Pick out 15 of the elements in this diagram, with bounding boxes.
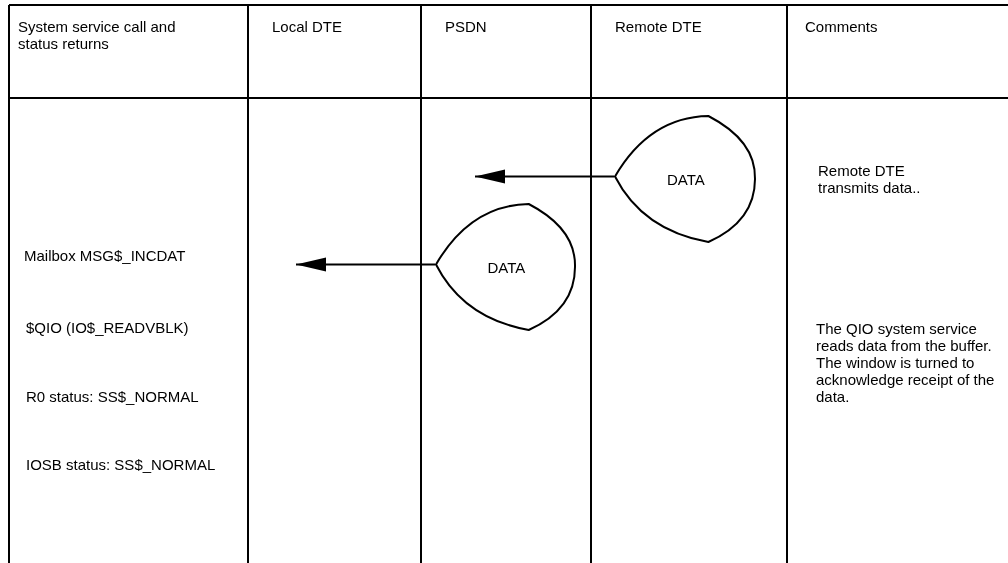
arrow bbox=[474, 169, 615, 184]
column-header: System service call and status returns bbox=[18, 18, 177, 52]
comment-text: The QIO system service reads data from the buffer. The window is turned to acknowledge receipt of the data. bbox=[816, 320, 996, 405]
column-header: Comments bbox=[805, 18, 879, 35]
column-header: PSDN bbox=[445, 18, 488, 35]
packet-label: DATA bbox=[666, 170, 705, 188]
column-header: Remote DTE bbox=[615, 18, 703, 35]
status-text: R0 status: SS$_NORMAL bbox=[26, 388, 200, 405]
system-service-call-text: $QIO (IO$_READVBLK) bbox=[26, 319, 190, 336]
status-text: IOSB status: SS$_NORMAL bbox=[26, 456, 217, 473]
packet-label: DATA bbox=[487, 258, 526, 276]
comment-text: Remote DTE transmits data.. bbox=[818, 162, 922, 196]
mailbox-message-text: Mailbox MSG$_INCDAT bbox=[24, 247, 187, 264]
arrow bbox=[295, 257, 436, 272]
column-header: Local DTE bbox=[272, 18, 344, 35]
